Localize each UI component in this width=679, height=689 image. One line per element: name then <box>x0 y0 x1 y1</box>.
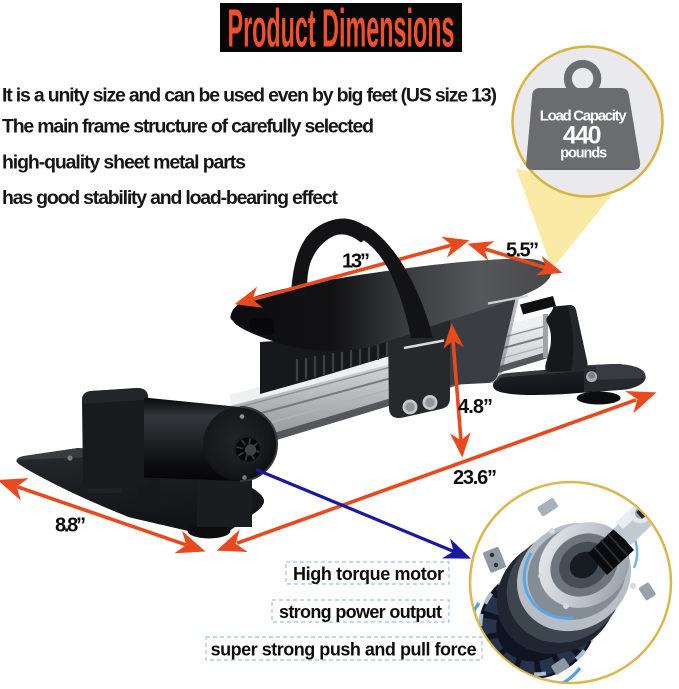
svg-text:Load Capacity: Load Capacity <box>540 107 628 124</box>
svg-text:high-quality sheet metal parts: high-quality sheet metal parts <box>2 152 246 174</box>
svg-text:The main frame structure of ca: The main frame structure of carefully se… <box>2 116 374 138</box>
svg-text:8.8”: 8.8” <box>55 515 86 537</box>
svg-text:pounds: pounds <box>560 145 607 161</box>
svg-text:5.5”: 5.5” <box>506 240 539 262</box>
svg-text:It is a unity size and can be: It is a unity size and can be used even … <box>2 85 497 107</box>
svg-text:strong power output: strong power output <box>279 602 442 622</box>
svg-text:Product Dimensions: Product Dimensions <box>228 0 455 59</box>
svg-text:23.6”: 23.6” <box>453 467 497 489</box>
svg-text:super strong push and pull for: super strong push and pull force <box>211 640 477 660</box>
svg-text:13”: 13” <box>342 251 370 273</box>
svg-text:4.8”: 4.8” <box>458 396 493 418</box>
svg-text:440: 440 <box>563 122 602 150</box>
svg-text:has good stability and load-be: has good stability and load-bearing effe… <box>2 187 339 209</box>
svg-text:High torque motor: High torque motor <box>293 564 444 584</box>
